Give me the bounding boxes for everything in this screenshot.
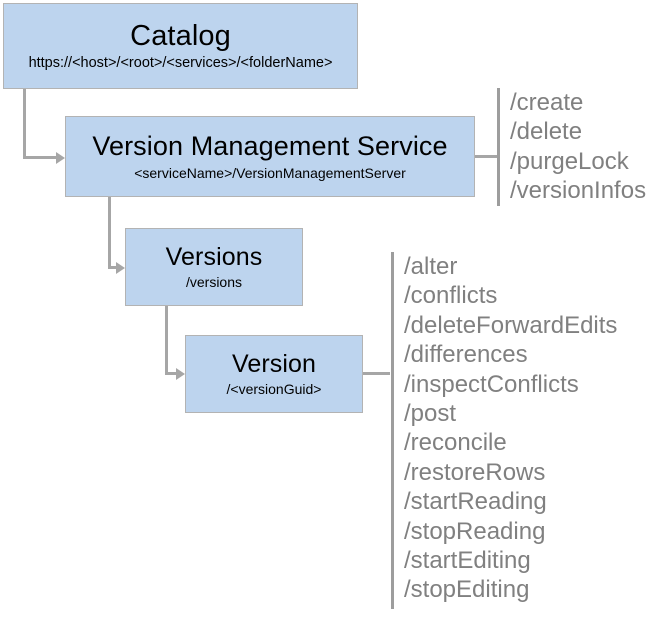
node-versions-subtitle: /versions [185, 274, 243, 291]
operation-item[interactable]: /startEditing [404, 547, 531, 575]
operation-item[interactable]: /differences [404, 341, 528, 369]
operation-item[interactable]: /purgeLock [510, 147, 629, 175]
connector-service-to-versions-horizontal [108, 266, 119, 269]
operation-item[interactable]: /versionInfos [510, 177, 647, 205]
operation-list-version: /alter/conflicts/deleteForwardEdits/diff… [404, 252, 617, 605]
node-version-management-service-title: Version Management Service [92, 131, 448, 162]
node-catalog-title: Catalog [130, 19, 231, 52]
node-catalog-subtitle: https://<host>/<root>/<services>/<folder… [28, 55, 333, 72]
connector-service-to-versions-arrowhead [116, 261, 125, 274]
operation-item[interactable]: /inspectConflicts [404, 370, 579, 398]
bracket-version-operations [391, 252, 394, 609]
connector-service-to-ops-stub [475, 155, 499, 158]
connector-catalog-to-service-horizontal [23, 156, 59, 159]
connector-catalog-to-service-vertical [23, 89, 26, 159]
node-versions[interactable]: Versions /versions [125, 228, 303, 306]
bracket-service-operations [497, 88, 500, 206]
connector-version-to-ops-stub [363, 372, 390, 375]
node-version-management-service-subtitle: <serviceName>/VersionManagementServer [134, 164, 406, 181]
connector-service-to-versions-vertical [108, 197, 111, 269]
operation-item[interactable]: /delete [510, 118, 583, 146]
node-versions-title: Versions [165, 243, 263, 272]
node-version-management-service[interactable]: Version Management Service <serviceName>… [65, 116, 475, 197]
operation-item[interactable]: /create [510, 89, 584, 116]
operation-item[interactable]: /deleteForwardEdits [404, 311, 618, 339]
connector-versions-to-version-arrowhead [176, 367, 185, 380]
operation-item[interactable]: /stopReading [404, 517, 546, 545]
operation-item[interactable]: /conflicts [404, 282, 498, 310]
operation-item[interactable]: /reconcile [404, 429, 507, 457]
operation-item[interactable]: /restoreRows [404, 458, 546, 486]
operation-item[interactable]: /startReading [404, 488, 547, 516]
connector-versions-to-version-vertical [165, 306, 168, 375]
operation-item[interactable]: /stopEditing [404, 576, 530, 604]
node-version[interactable]: Version /<versionGuid> [185, 335, 363, 413]
node-catalog[interactable]: Catalog https://<host>/<root>/<services>… [3, 3, 358, 89]
node-version-title: Version [231, 350, 317, 379]
operation-list-service: /create/delete/purgeLock/versionInfos [510, 88, 646, 206]
connector-catalog-to-service-arrowhead [56, 151, 65, 164]
operation-item[interactable]: /post [404, 400, 457, 428]
operation-item[interactable]: /alter [404, 253, 458, 280]
connector-versions-to-version-horizontal [165, 372, 179, 375]
node-version-subtitle: /<versionGuid> [226, 381, 322, 398]
